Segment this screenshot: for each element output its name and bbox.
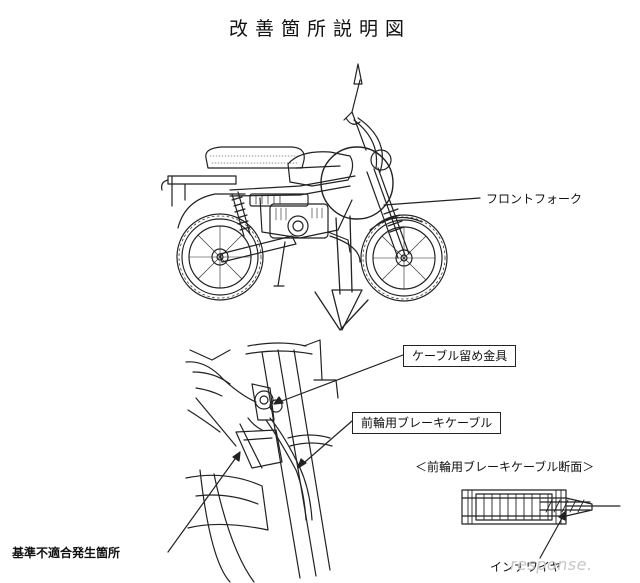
defect-location-label: 基準不適合発生箇所: [12, 546, 121, 560]
inner-wire-label: インナワイヤ: [490, 559, 562, 575]
rear-shock: [231, 191, 251, 237]
brake-cable-arrowhead: [297, 458, 307, 469]
front-fork: [366, 167, 410, 259]
front-fork-leader: [383, 197, 481, 206]
engine: [269, 203, 351, 253]
cable-cross-section: [461, 489, 621, 559]
detail-illustration: [185, 339, 339, 583]
front-fork-label: フロントフォーク: [486, 192, 583, 206]
defect-arrowhead: [232, 451, 241, 462]
front-wheel: [360, 214, 448, 302]
motorcycle-illustration: [161, 63, 448, 302]
cable-clamp-leader: [273, 354, 404, 405]
page-title: 改善箇所説明図: [228, 18, 411, 40]
brake-cable-leader: [297, 420, 353, 469]
brake-cable-label: 前輪用ブレーキケーブル: [352, 412, 502, 434]
watermark-logo: response.: [510, 555, 593, 574]
cable-clamp-label: ケーブル留め金具: [403, 345, 517, 367]
cross-section-title: ＜前輪用ブレーキケーブル断面＞: [415, 460, 595, 474]
detail-arrow: [314, 215, 369, 331]
cable-clamp-arrowhead: [273, 396, 284, 405]
defect-leader: [167, 451, 241, 553]
